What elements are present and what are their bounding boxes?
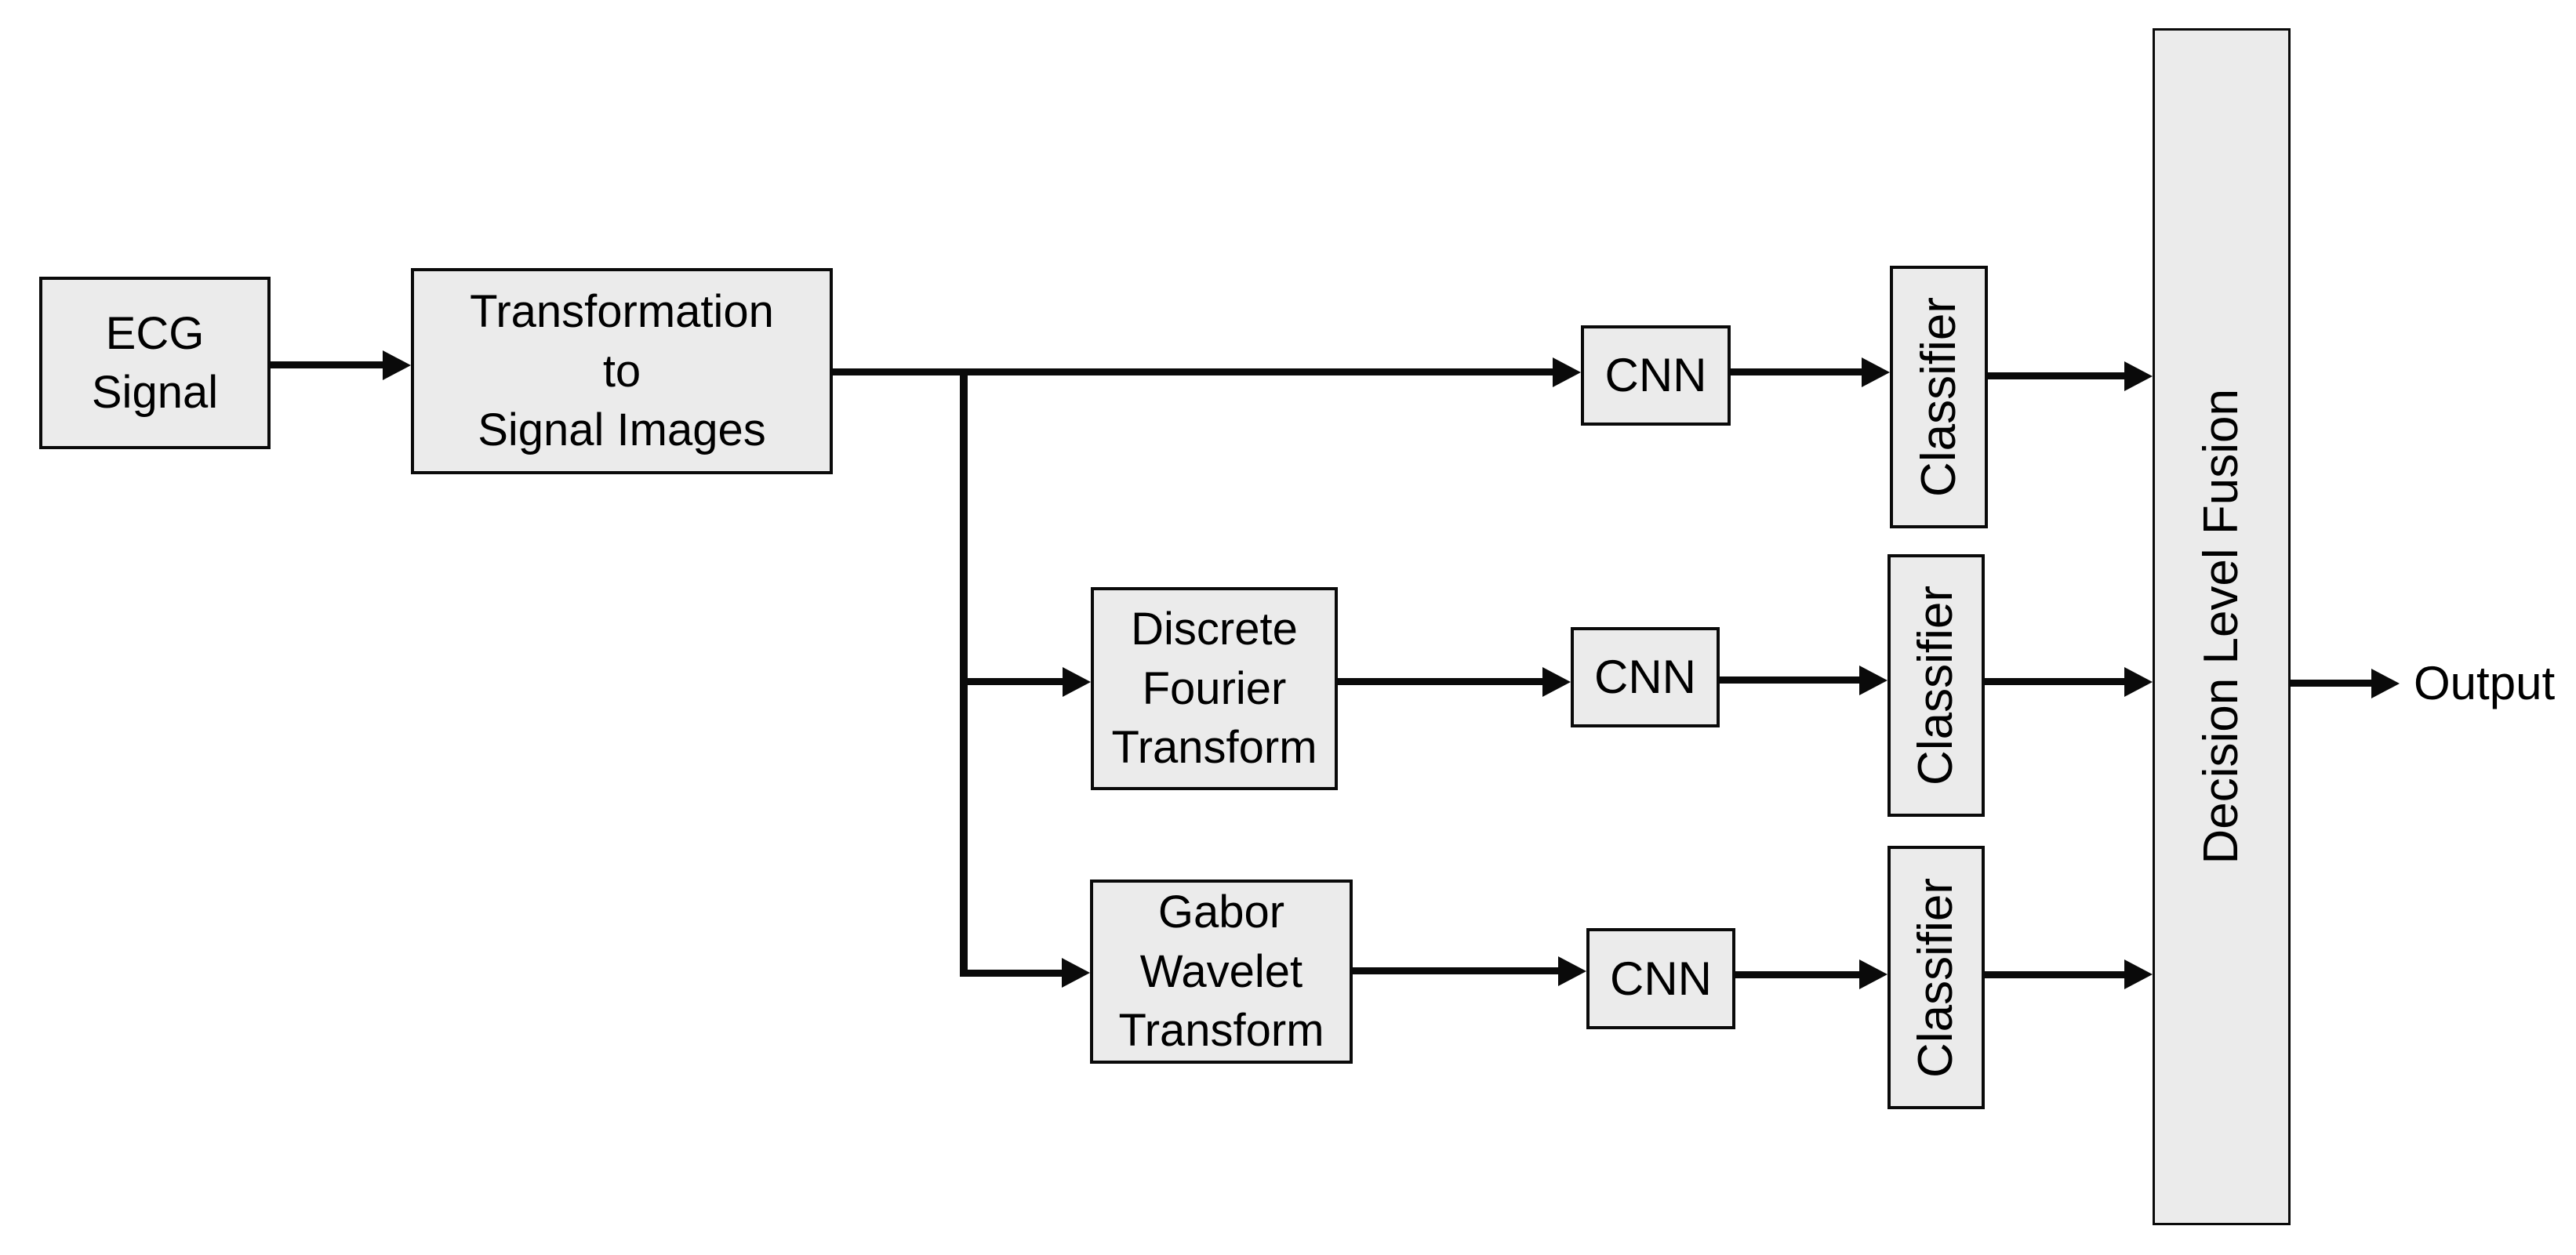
arrowhead-into-fusion-top-icon bbox=[2124, 361, 2153, 391]
transformation-label: Transformation to Signal Images bbox=[470, 286, 774, 456]
connector-ecg-to-transformation bbox=[271, 361, 387, 368]
cnn-bottom-label: CNN bbox=[1610, 952, 1712, 1005]
connector-dft-to-cnn-middle bbox=[1338, 678, 1546, 685]
cnn-top-label: CNN bbox=[1604, 349, 1707, 401]
arrowhead-into-gabor-icon bbox=[1062, 958, 1090, 988]
node-transformation-to-signal-images: Transformation to Signal Images bbox=[411, 268, 833, 474]
connector-cnn-top-to-classifier-top bbox=[1731, 368, 1865, 375]
connector-branch-to-gabor bbox=[960, 970, 1065, 977]
node-cnn-top: CNN bbox=[1581, 325, 1731, 426]
connector-classifier-middle-to-fusion bbox=[1985, 678, 2127, 685]
arrowhead-into-classifier-bottom-icon bbox=[1859, 959, 1887, 989]
arrowhead-into-cnn-bottom-icon bbox=[1558, 956, 1586, 986]
connector-cnn-middle-to-classifier-middle bbox=[1720, 676, 1862, 684]
node-gabor-wavelet-transform: Gabor Wavelet Transform bbox=[1090, 880, 1353, 1064]
node-classifier-middle: Classifier bbox=[1887, 554, 1985, 817]
connector-transformation-to-cnn-top bbox=[833, 368, 1556, 375]
arrowhead-into-classifier-top-icon bbox=[1862, 357, 1890, 387]
classifier-top-label: Classifier bbox=[1911, 297, 1966, 497]
node-classifier-top: Classifier bbox=[1890, 266, 1988, 528]
connector-gabor-to-cnn-bottom bbox=[1353, 967, 1561, 974]
arrowhead-into-dft-icon bbox=[1063, 667, 1091, 697]
connector-branch-trunk bbox=[960, 368, 968, 977]
arrowhead-into-output-icon bbox=[2371, 669, 2400, 698]
output-label: Output bbox=[2414, 657, 2556, 709]
node-ecg-signal: ECG Signal bbox=[39, 277, 271, 449]
connector-fusion-to-output bbox=[2291, 680, 2374, 687]
connector-classifier-top-to-fusion bbox=[1988, 372, 2127, 379]
arrowhead-into-fusion-bottom-icon bbox=[2124, 959, 2153, 989]
arrowhead-into-fusion-middle-icon bbox=[2124, 667, 2153, 697]
node-cnn-middle: CNN bbox=[1571, 627, 1720, 727]
arrowhead-into-transformation-icon bbox=[383, 350, 411, 380]
arrowhead-into-cnn-top-icon bbox=[1553, 357, 1581, 387]
node-decision-level-fusion: Decision Level Fusion bbox=[2153, 28, 2291, 1225]
classifier-bottom-label: Classifier bbox=[1909, 877, 1963, 1078]
connector-cnn-bottom-to-classifier-bottom bbox=[1735, 971, 1862, 978]
node-cnn-bottom: CNN bbox=[1586, 928, 1735, 1029]
arrowhead-into-classifier-middle-icon bbox=[1859, 666, 1887, 695]
gabor-wavelet-transform-label: Gabor Wavelet Transform bbox=[1118, 887, 1324, 1057]
discrete-fourier-transform-label: Discrete Fourier Transform bbox=[1111, 604, 1317, 774]
connector-classifier-bottom-to-fusion bbox=[1985, 971, 2127, 978]
arrowhead-into-cnn-middle-icon bbox=[1542, 667, 1571, 697]
ecg-signal-label: ECG Signal bbox=[91, 307, 219, 418]
connector-branch-to-dft bbox=[963, 678, 1066, 685]
decision-level-fusion-label: Decision Level Fusion bbox=[2194, 389, 2248, 865]
node-classifier-bottom: Classifier bbox=[1887, 846, 1985, 1109]
classifier-middle-label: Classifier bbox=[1909, 586, 1963, 785]
node-discrete-fourier-transform: Discrete Fourier Transform bbox=[1091, 587, 1338, 790]
cnn-middle-label: CNN bbox=[1594, 651, 1696, 703]
